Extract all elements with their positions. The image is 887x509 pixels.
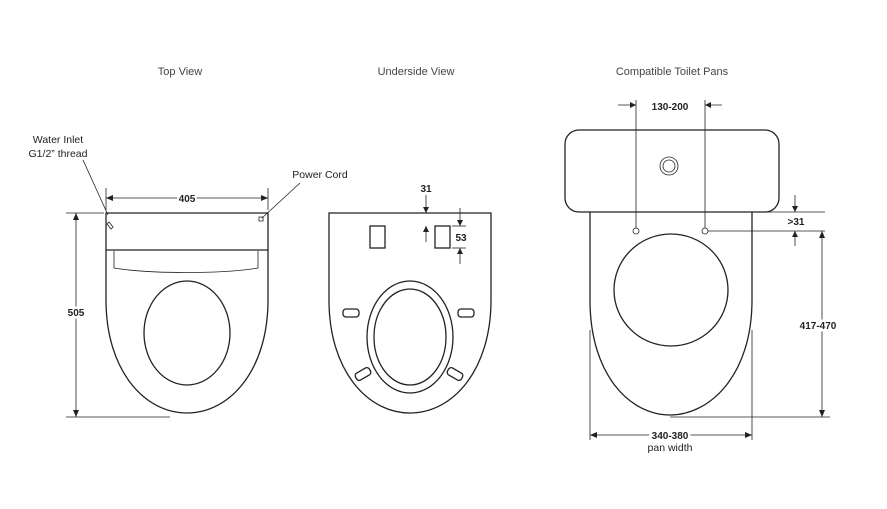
underside-depth-dimension [423,195,429,242]
pan-length-dimension [670,231,830,418]
underside-view-title: Underside View [378,66,455,78]
underside-height-dimension [452,208,466,264]
water-inlet-label: Water Inlet [33,134,83,146]
toilet-pan [589,212,753,416]
top-view-seat [105,212,269,414]
underside-height-value: 53 [455,233,467,244]
pan-offset-dimension [708,195,825,246]
power-cord-leader [261,182,301,219]
power-cord-label: Power Cord [292,169,348,181]
width-value: 405 [179,194,196,205]
hole-spacing-dimension [618,100,722,228]
water-inlet-icon [106,221,114,230]
pan-length-value: 417-470 [800,321,837,332]
pan-width-dimension [589,330,753,440]
underside-view-seat [328,212,492,414]
top-view-title: Top View [158,66,202,78]
length-value: 505 [68,308,85,319]
pan-offset-value: >31 [788,217,805,228]
length-dimension [66,212,170,418]
compatible-pans-title: Compatible Toilet Pans [616,66,729,78]
underside-depth-value: 31 [420,184,432,195]
pan-width-value: 340-380 [652,431,689,442]
pan-width-caption: pan width [648,442,693,454]
hole-spacing-value: 130-200 [652,102,689,113]
cistern [564,129,780,213]
power-cord-icon [258,216,264,222]
water-inlet-leader [82,159,109,216]
width-dimension [105,188,269,210]
water-inlet-thread-label: G1/2” thread [29,148,88,160]
